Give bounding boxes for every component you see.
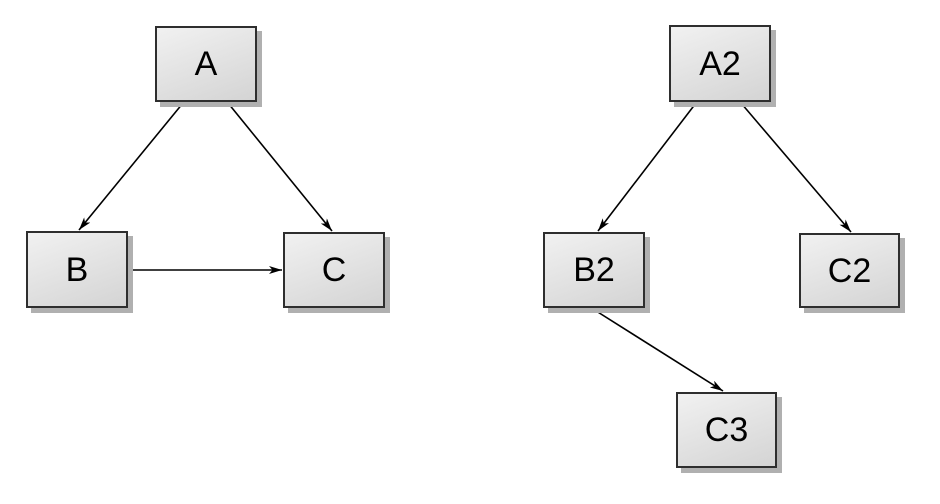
edge-A2-C2[interactable] xyxy=(740,102,852,233)
node-A[interactable]: A xyxy=(155,26,257,102)
node-label-C3: C3 xyxy=(704,411,749,449)
edge-B2-C3[interactable] xyxy=(592,308,724,392)
node-C[interactable]: C xyxy=(283,232,385,308)
node-A2[interactable]: A2 xyxy=(669,25,771,102)
node-label-A2: A2 xyxy=(699,44,741,83)
edges-group xyxy=(78,102,852,392)
node-label-C2: C2 xyxy=(827,251,872,290)
node-label-B2: B2 xyxy=(573,251,615,289)
edge-A-B[interactable] xyxy=(78,102,184,231)
node-C2[interactable]: C2 xyxy=(799,233,900,308)
node-label-C: C xyxy=(321,251,347,289)
node-B2[interactable]: B2 xyxy=(543,232,645,308)
node-B[interactable]: B xyxy=(26,231,128,308)
edge-A2-B2[interactable] xyxy=(597,102,697,232)
edge-A-C[interactable] xyxy=(227,102,333,232)
node-label-A: A xyxy=(194,45,218,83)
node-C3[interactable]: C3 xyxy=(676,392,777,468)
node-label-B: B xyxy=(65,250,89,289)
